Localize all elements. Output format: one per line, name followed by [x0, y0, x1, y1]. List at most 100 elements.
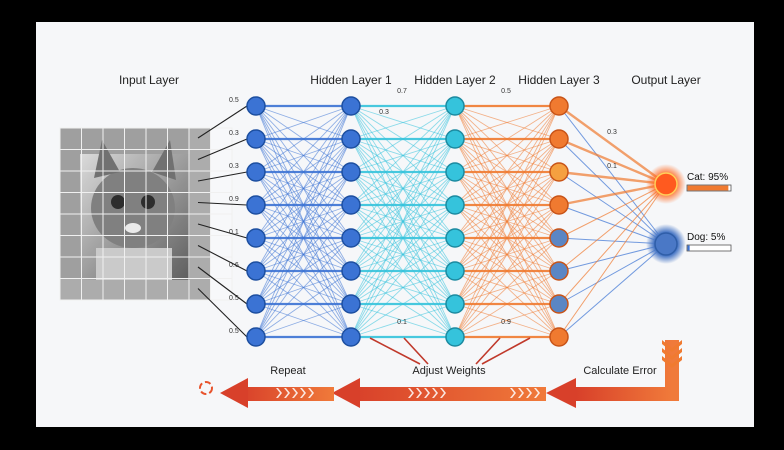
arrow-chevron [518, 388, 524, 398]
pixel-cell [102, 213, 125, 236]
layer-h2-node [445, 294, 465, 314]
pixel-cell [145, 192, 168, 215]
probability-bar-fill [687, 185, 729, 191]
pixel-cell [167, 192, 190, 215]
pixel-cell [124, 192, 147, 215]
pixel-cell [145, 213, 168, 236]
edge-weight-label: 0.3 [607, 129, 617, 136]
connection-edge [255, 303, 352, 338]
connection-edge [454, 105, 560, 206]
calculate-error-arrow-icon [546, 378, 576, 408]
input-weight-label: 0.3 [229, 163, 239, 170]
arrow-chevron [416, 388, 422, 398]
pixel-cell [188, 278, 211, 301]
connection-edge [350, 105, 456, 305]
layer-h2-node [445, 327, 465, 347]
input-arrow [197, 105, 248, 139]
adjust-weights-band [352, 387, 546, 401]
pixel-cell [188, 127, 211, 150]
pixel-cell [81, 149, 104, 172]
pixel-cell [81, 127, 104, 150]
output-edge [558, 183, 667, 338]
pixel-cell [81, 278, 104, 301]
connection-edge [350, 303, 456, 338]
input-arrow [197, 171, 248, 182]
input-arrow [197, 245, 248, 272]
pixel-cell [145, 256, 168, 279]
pixel-cell [124, 235, 147, 258]
connection-edge [454, 204, 560, 338]
calculate-error-label: Calculate Error [583, 365, 657, 377]
connection-edge [454, 270, 560, 338]
pixel-cell [102, 192, 125, 215]
layer-h1-node [341, 129, 361, 149]
arrow-chevron [432, 388, 438, 398]
output-node [654, 232, 678, 256]
input-arrow [197, 138, 248, 161]
connection-edge [350, 105, 456, 206]
layer-input-node [246, 261, 266, 281]
pixel-cell [59, 149, 82, 172]
edge-weight-label: 0.5 [501, 88, 511, 95]
connection-edge [255, 105, 352, 206]
pixel-cell [145, 170, 168, 193]
input-weight-label: 0.5 [229, 97, 239, 104]
pixel-cell [167, 170, 190, 193]
pixel-cell [59, 170, 82, 193]
pixel-cell [81, 213, 104, 236]
diagram-frame: Input Layer Hidden Layer 1 Hidden Layer … [36, 22, 754, 427]
pixel-cell [145, 235, 168, 258]
connection-edge [454, 237, 560, 338]
output-layer-title: Output Layer [631, 73, 701, 87]
layer-h1-node [341, 162, 361, 182]
input-layer-title: Input Layer [118, 73, 180, 87]
pixel-cell [124, 127, 147, 150]
layer-h1-node [341, 228, 361, 248]
pixel-cell [124, 256, 147, 279]
input-weight-label: 0.1 [229, 229, 239, 236]
hidden-layer-1-title: Hidden Layer 1 [310, 73, 392, 87]
output-edge [558, 243, 667, 305]
connection-edge [454, 171, 560, 338]
pixel-grid [59, 127, 233, 301]
arrow-chevron [408, 388, 414, 398]
pixel-cell [167, 213, 190, 236]
connection-edge [350, 270, 456, 338]
pixel-cell [81, 235, 104, 258]
layer-input-node [246, 162, 266, 182]
connection-edge [454, 303, 560, 338]
pixel-cell [81, 170, 104, 193]
layer-h1-node [341, 294, 361, 314]
pixel-cell [145, 278, 168, 301]
edge-weight-label: 0.7 [397, 88, 407, 95]
pixel-cell [59, 127, 82, 150]
pixel-cell [81, 192, 104, 215]
arrow-chevron [534, 388, 540, 398]
adjust-weights-label: Adjust Weights [412, 365, 486, 377]
output-edge [558, 243, 667, 338]
connection-edge [350, 105, 456, 338]
pixel-cell [124, 149, 147, 172]
layer-h1-node [341, 96, 361, 116]
pixel-cell [167, 256, 190, 279]
connection-edge [454, 105, 560, 338]
connection-edge [454, 105, 560, 173]
connection-edge [255, 105, 352, 338]
layer-input-node [246, 96, 266, 116]
arrow-chevron [424, 388, 430, 398]
edge-weight-label: 0.9 [501, 319, 511, 326]
layer-input-node [246, 228, 266, 248]
pixel-cell [102, 256, 125, 279]
layer-h3-node [549, 261, 569, 281]
input-weight-label: 0.5 [229, 328, 239, 335]
pixel-cell [59, 192, 82, 215]
layer-h2-node [445, 261, 465, 281]
pixel-cell [210, 278, 233, 301]
output-edge [558, 138, 667, 245]
arrow-chevron [526, 388, 532, 398]
pixel-cell [102, 149, 125, 172]
connection-edge [350, 171, 456, 338]
output-edge [558, 105, 667, 245]
probability-bar-fill [687, 245, 690, 251]
output-edge [558, 105, 667, 185]
